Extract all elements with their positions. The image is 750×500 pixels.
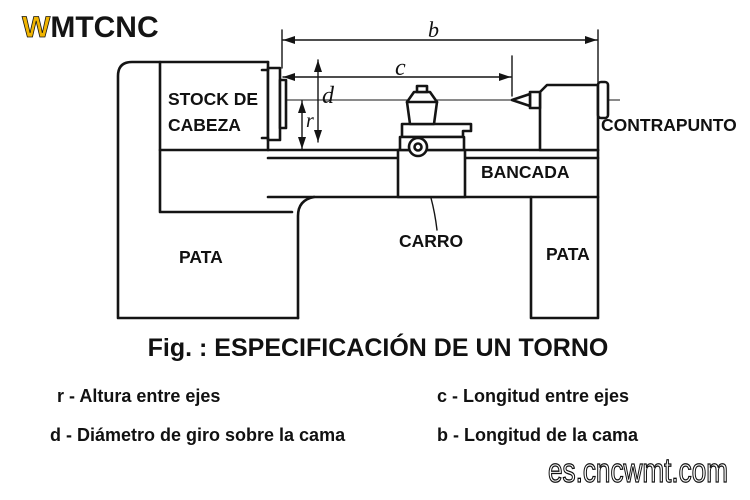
dim-b-label: b xyxy=(428,17,439,42)
dim-c-label: c xyxy=(395,55,406,81)
part-labels: STOCK DE CABEZA CONTRAPUNTO BANCADA CARR… xyxy=(168,89,737,267)
label-headstock-line2: CABEZA xyxy=(168,115,241,135)
chuck-jaws xyxy=(260,68,270,140)
label-left-leg: PATA xyxy=(179,247,223,267)
carriage-leader-line xyxy=(430,197,438,231)
dim-d-label: d xyxy=(322,83,335,109)
label-headstock-line1: STOCK DE xyxy=(168,89,258,109)
legend-item-b: b - Longitud de la cama xyxy=(437,425,639,445)
handwheel-hub xyxy=(413,142,423,152)
bed-top-ways xyxy=(158,148,600,160)
legend-item-d: d - Diámetro de giro sobre la cama xyxy=(50,425,346,445)
dimensions: b c d r xyxy=(281,17,599,150)
label-right-leg: PATA xyxy=(546,244,590,264)
tool-post xyxy=(405,90,439,126)
legend-item-c: c - Longitud entre ejes xyxy=(437,386,629,406)
watermark: es.cncwmt.com xyxy=(548,452,728,490)
logo: WMTCNC xyxy=(22,11,159,44)
dim-b-extension-lines xyxy=(281,29,599,85)
lathe-drawing xyxy=(116,60,620,320)
logo-mark: W xyxy=(22,11,51,44)
tailstock-handwheel xyxy=(596,80,610,120)
tailstock-body xyxy=(538,83,600,152)
tailstock-quill xyxy=(528,90,542,110)
legend: r - Altura entre ejes c - Longitud entre… xyxy=(50,386,639,445)
dim-r-label: r xyxy=(306,110,314,132)
logo-name: MTCNC xyxy=(50,11,158,44)
left-leg-outline xyxy=(116,60,300,320)
tool-post-cap xyxy=(415,84,429,94)
legend-item-r: r - Altura entre ejes xyxy=(57,386,220,406)
label-carriage: CARRO xyxy=(399,231,463,251)
carriage-handwheel xyxy=(407,136,429,158)
carriage-apron xyxy=(396,148,467,199)
chuck xyxy=(266,66,282,142)
compound-rest xyxy=(400,122,473,139)
spindle-nose xyxy=(278,78,288,130)
label-bed: BANCADA xyxy=(481,162,570,182)
headstock-front-edge xyxy=(158,60,294,214)
left-leg-inner-edge xyxy=(296,195,316,320)
right-leg-outline xyxy=(529,148,600,320)
tailstock-center-point xyxy=(510,92,532,108)
figure-caption: Fig. : ESPECIFICACIÓN DE UN TORNO xyxy=(148,332,609,362)
label-tailstock: CONTRAPUNTO xyxy=(601,115,737,135)
